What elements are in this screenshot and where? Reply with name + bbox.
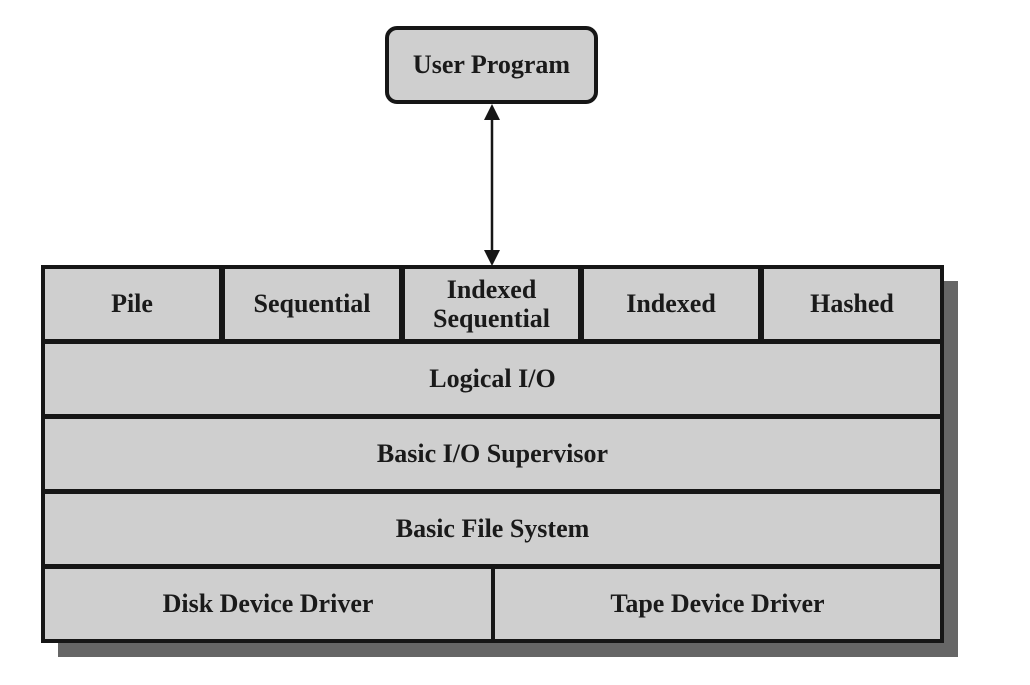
layer-basic-io-supervisor: Basic I/O Supervisor <box>45 419 940 489</box>
file-org-label: Indexed <box>626 289 716 319</box>
arrow-head-up-icon <box>484 104 500 120</box>
file-org-label: Indexed Sequential <box>432 274 551 333</box>
layer-label: Logical I/O <box>429 364 556 394</box>
user-program-label: User Program <box>412 49 571 79</box>
driver-tape: Tape Device Driver <box>495 569 940 639</box>
file-org-label: Hashed <box>810 289 894 319</box>
driver-disk: Disk Device Driver <box>45 569 491 639</box>
layer-basic-file-system: Basic File System <box>45 494 940 564</box>
file-org-indexed-sequential: Indexed Sequential <box>405 269 578 339</box>
arrow-head-down-icon <box>484 250 500 266</box>
layer-label: Basic File System <box>395 514 590 544</box>
driver-label: Disk Device Driver <box>162 589 374 619</box>
user-program-box: User Program <box>385 26 598 104</box>
file-org-label: Pile <box>111 289 153 319</box>
file-org-pile: Pile <box>45 269 219 339</box>
layer-logical-io: Logical I/O <box>45 344 940 414</box>
file-org-hashed: Hashed <box>764 269 940 339</box>
file-org-label: Sequential <box>253 289 371 319</box>
file-org-indexed: Indexed <box>584 269 758 339</box>
file-system-stack: Pile Sequential Indexed Sequential Index… <box>41 265 944 643</box>
driver-label: Tape Device Driver <box>610 589 825 619</box>
layer-label: Basic I/O Supervisor <box>376 439 609 469</box>
file-org-sequential: Sequential <box>225 269 399 339</box>
